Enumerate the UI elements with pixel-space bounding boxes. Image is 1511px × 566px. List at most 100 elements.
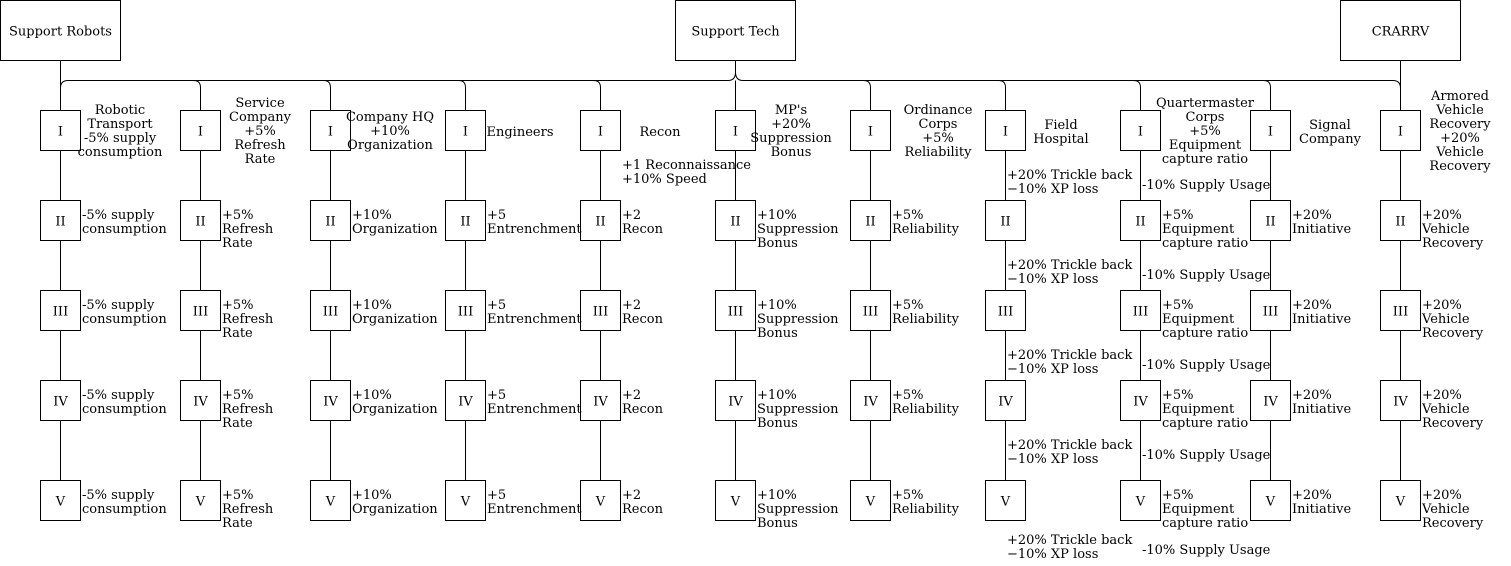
armored-vehicle-recovery-level-2-node[interactable] xyxy=(1380,200,1421,241)
service-company-level-2-node[interactable] xyxy=(180,200,221,241)
quartermaster-corps-level-2-node[interactable] xyxy=(1120,200,1161,241)
armored-vehicle-recovery-level-1-node[interactable] xyxy=(1380,110,1421,151)
signal-company-level-2-node[interactable] xyxy=(1250,200,1291,241)
armored-vehicle-recovery-level-3-node[interactable] xyxy=(1380,290,1421,331)
service-company-title-line: Rate xyxy=(245,152,276,167)
ordinance-corps-title-line: +5% xyxy=(922,131,954,146)
armored-vehicle-recovery-level-3-bonus-line: +20% xyxy=(1422,298,1462,313)
service-company-level-4-node[interactable] xyxy=(180,380,221,421)
robotic-transport-level-5-node[interactable] xyxy=(40,480,81,521)
engineers-level-4-node[interactable] xyxy=(445,380,486,421)
service-company-level-2-bonus-line: +5% xyxy=(222,208,254,223)
service-company-level-3-node[interactable] xyxy=(180,290,221,331)
mps-level-1-node[interactable] xyxy=(715,110,756,151)
engineers-level-2-node[interactable] xyxy=(445,200,486,241)
armored-vehicle-recovery-level-5-bonus-line: Recovery xyxy=(1422,516,1484,531)
signal-company-level-3-label: III xyxy=(1263,305,1278,320)
armored-vehicle-recovery-level-4-node[interactable] xyxy=(1380,380,1421,421)
service-company-level-5-label: V xyxy=(195,495,206,510)
signal-company-level-4-bonus: +20%Initiative xyxy=(1292,388,1352,417)
recon-level-3-bonus-line: +2 xyxy=(622,298,641,313)
ordinance-corps-level-5-node[interactable] xyxy=(850,480,891,521)
ordinance-corps-level-3-bonus: +5%Reliability xyxy=(892,298,960,327)
armored-vehicle-recovery-level-5-node[interactable] xyxy=(1380,480,1421,521)
company-hq-level-4-node[interactable] xyxy=(310,380,351,421)
company-hq-level-3-bonus-line: Organization xyxy=(352,312,438,327)
quartermaster-corps-level-1-node[interactable] xyxy=(1120,110,1161,151)
service-company-level-3-bonus-line: +5% xyxy=(222,298,254,313)
armored-vehicle-recovery-title-line: Recovery xyxy=(1429,117,1491,132)
service-company-title-line: Refresh xyxy=(234,138,286,153)
ordinance-corps-level-4-node[interactable] xyxy=(850,380,891,421)
signal-company-level-4-node[interactable] xyxy=(1250,380,1291,421)
recon-level-2-node[interactable] xyxy=(580,200,621,241)
signal-company-title-line: Signal xyxy=(1309,118,1351,133)
mps-level-4-node[interactable] xyxy=(715,380,756,421)
recon-level-1-node[interactable] xyxy=(580,110,621,151)
robotic-transport-level-1-node[interactable] xyxy=(40,110,81,151)
crarrv-node[interactable] xyxy=(1340,0,1461,61)
engineers-level-5-label: V xyxy=(460,495,471,510)
engineers-level-1-node[interactable] xyxy=(445,110,486,151)
robotic-transport-level-3-node[interactable] xyxy=(40,290,81,331)
quartermaster-corps-level-3-node[interactable] xyxy=(1120,290,1161,331)
support-tech-node[interactable] xyxy=(675,0,796,61)
mps-title-line: Suppression xyxy=(750,131,832,146)
service-company-level-2-bonus-line: Refresh xyxy=(222,222,274,237)
field-hospital-title-line: Hospital xyxy=(1033,132,1088,147)
robotic-transport-level-2-node[interactable] xyxy=(40,200,81,241)
quartermaster-corps-level-4-bonus-line: Equipment xyxy=(1162,402,1235,417)
quartermaster-corps-title-line: Quartermaster xyxy=(1156,96,1255,111)
company-hq-level-4-label: IV xyxy=(323,395,338,410)
engineers-level-5-node[interactable] xyxy=(445,480,486,521)
ordinance-corps-level-4-label: IV xyxy=(863,395,878,410)
mps-level-5-node[interactable] xyxy=(715,480,756,521)
recon-level-3-node[interactable] xyxy=(580,290,621,331)
signal-company-level-5-bonus-line: +20% xyxy=(1292,488,1332,503)
branch-drop xyxy=(863,80,871,110)
field-hospital-level-1-bonus-line: +20% Trickle back xyxy=(1007,168,1132,183)
ordinance-corps-title-line: Corps xyxy=(919,117,958,132)
quartermaster-corps-level-5-node[interactable] xyxy=(1120,480,1161,521)
field-hospital-level-2-node[interactable] xyxy=(985,200,1026,241)
mps-level-4-bonus-line: +10% xyxy=(757,388,797,403)
mps-level-2-node[interactable] xyxy=(715,200,756,241)
signal-company-level-3-node[interactable] xyxy=(1250,290,1291,331)
engineers-level-1-label: I xyxy=(463,125,468,140)
service-company-level-1-node[interactable] xyxy=(180,110,221,151)
robotic-transport-level-4-node[interactable] xyxy=(40,380,81,421)
recon-level-4-node[interactable] xyxy=(580,380,621,421)
quartermaster-corps-level-4-node[interactable] xyxy=(1120,380,1161,421)
field-hospital-level-1-node[interactable] xyxy=(985,110,1026,151)
support-robots-node[interactable] xyxy=(0,0,121,61)
ordinance-corps-level-1-node[interactable] xyxy=(850,110,891,151)
company-hq-level-5-node[interactable] xyxy=(310,480,351,521)
service-company-level-5-node[interactable] xyxy=(180,480,221,521)
company-hq-level-3-node[interactable] xyxy=(310,290,351,331)
armored-vehicle-recovery-title-line: +20% xyxy=(1440,131,1480,146)
recon-level-5-node[interactable] xyxy=(580,480,621,521)
field-hospital-level-5-node[interactable] xyxy=(985,480,1026,521)
company-hq-level-1-node[interactable] xyxy=(310,110,351,151)
ordinance-corps-level-2-node[interactable] xyxy=(850,200,891,241)
field-hospital-level-3-node[interactable] xyxy=(985,290,1026,331)
field-hospital-level-4-node[interactable] xyxy=(985,380,1026,421)
mps-level-3-node[interactable] xyxy=(715,290,756,331)
engineers-level-3-node[interactable] xyxy=(445,290,486,331)
company-hq-level-2-node[interactable] xyxy=(310,200,351,241)
armored-vehicle-recovery-level-4-bonus-line: Recovery xyxy=(1422,416,1484,431)
service-company-level-4-label: IV xyxy=(193,395,208,410)
signal-company-level-5-node[interactable] xyxy=(1250,480,1291,521)
engineers-level-3-bonus-line: +5 xyxy=(487,298,506,313)
signal-company-level-1-node[interactable] xyxy=(1250,110,1291,151)
ordinance-corps-level-3-node[interactable] xyxy=(850,290,891,331)
mps-level-1-label: I xyxy=(733,125,738,140)
recon-title: Recon xyxy=(640,125,682,140)
